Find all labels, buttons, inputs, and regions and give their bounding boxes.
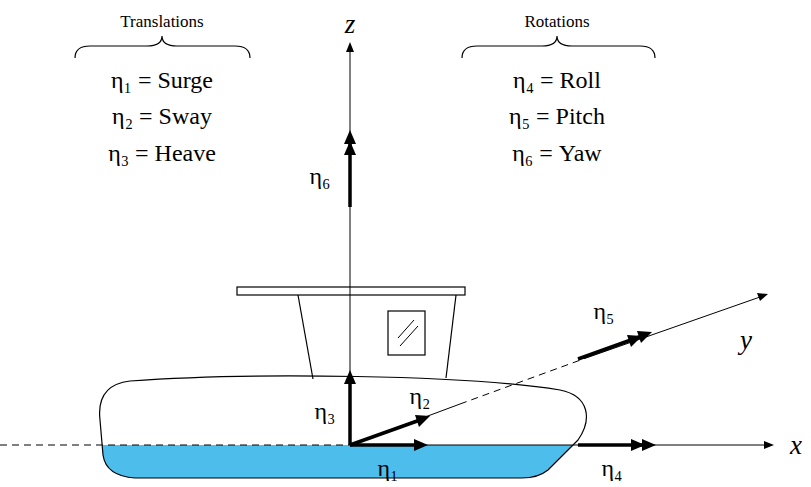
motion-definition: η₆ = Yaw	[512, 141, 601, 165]
axis-label: x	[790, 432, 802, 459]
motion-label: η₁	[378, 456, 399, 480]
motion-definition: η₃ = Heave	[108, 141, 216, 165]
motion-label: η₄	[602, 456, 623, 480]
x-axis	[0, 445, 350, 446]
arrowhead	[764, 441, 774, 449]
y-axis	[350, 404, 460, 445]
motion-label: η₆	[310, 164, 331, 188]
arrowhead	[344, 141, 356, 155]
arrowhead	[344, 370, 356, 384]
motion-label: η₂	[410, 384, 431, 408]
y-axis	[586, 297, 760, 358]
heave-arrow	[348, 380, 352, 445]
surge-arrow	[350, 443, 418, 447]
axis-label: y	[740, 327, 752, 354]
motion-definition: η₄ = Roll	[513, 68, 601, 92]
window	[388, 311, 425, 355]
hull	[100, 376, 587, 478]
axis-label: z	[345, 11, 356, 38]
cabin-wall	[298, 295, 313, 379]
arrowhead	[415, 415, 430, 427]
y-axis	[460, 358, 586, 404]
motion-definition: η₅ = Pitch	[509, 104, 605, 128]
group-heading: Translations	[120, 13, 203, 30]
z-axis	[350, 50, 351, 445]
sway-arrow	[350, 420, 420, 445]
group-heading: Rotations	[524, 13, 589, 30]
motion-label: η₅	[594, 299, 615, 323]
brace	[462, 36, 655, 58]
window-glint	[398, 320, 414, 338]
water	[90, 445, 610, 485]
arrowhead	[346, 42, 354, 52]
brace	[75, 36, 250, 58]
window-glint	[400, 326, 418, 346]
arrowhead	[631, 439, 645, 451]
motion-definition: η₁ = Surge	[111, 68, 213, 92]
cabin-wall	[446, 295, 456, 378]
x-axis	[350, 445, 766, 446]
arrowhead	[414, 439, 428, 451]
arrowhead	[757, 293, 768, 301]
motion-label: η₃	[315, 399, 336, 423]
pitch-arrow	[578, 336, 642, 359]
arrowhead	[627, 335, 642, 347]
cabin-roof	[237, 287, 465, 295]
motion-definition: η₂ = Sway	[112, 104, 212, 128]
